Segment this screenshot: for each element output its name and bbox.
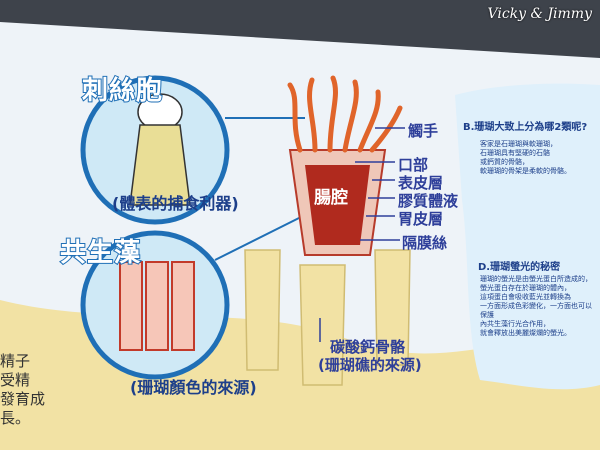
label-skeleton-source: (珊瑚礁的來源) xyxy=(318,354,422,375)
text-d: 珊瑚的螢光是由螢光蛋白所造成的， 螢光蛋白存在於珊瑚的體內， 這項蛋白會吸收藍光… xyxy=(480,275,595,338)
label-tentacle: 觸手 xyxy=(408,120,438,141)
left-edge-text: 精子 受精 發育成長。 xyxy=(0,352,60,428)
cnidocyte-title: 刺絲胞 xyxy=(82,70,163,107)
text-b: 客家是石珊瑚與軟珊瑚， 石珊瑚具有堅硬的石骼 或鈣質的骨骼， 軟珊瑚的骨架是柔軟… xyxy=(480,140,595,176)
watermark: Vicky & Jimmy xyxy=(488,6,593,22)
algae-cells xyxy=(120,262,194,350)
algae-caption: (珊瑚顏色的來源) xyxy=(130,374,257,398)
question-b: B.珊瑚大致上分為哪2類呢? xyxy=(463,118,587,133)
cavity-label: 腸腔 xyxy=(314,183,348,208)
label-mesenterial-filament: 隔膜絲 xyxy=(402,232,447,253)
cnidocyte-caption: (體表的捕食利器) xyxy=(112,190,239,214)
algae-title: 共生藻 xyxy=(60,232,141,269)
label-gastrodermis: 胃皮層 xyxy=(398,208,443,229)
question-d: D.珊瑚螢光的秘密 xyxy=(478,258,560,273)
